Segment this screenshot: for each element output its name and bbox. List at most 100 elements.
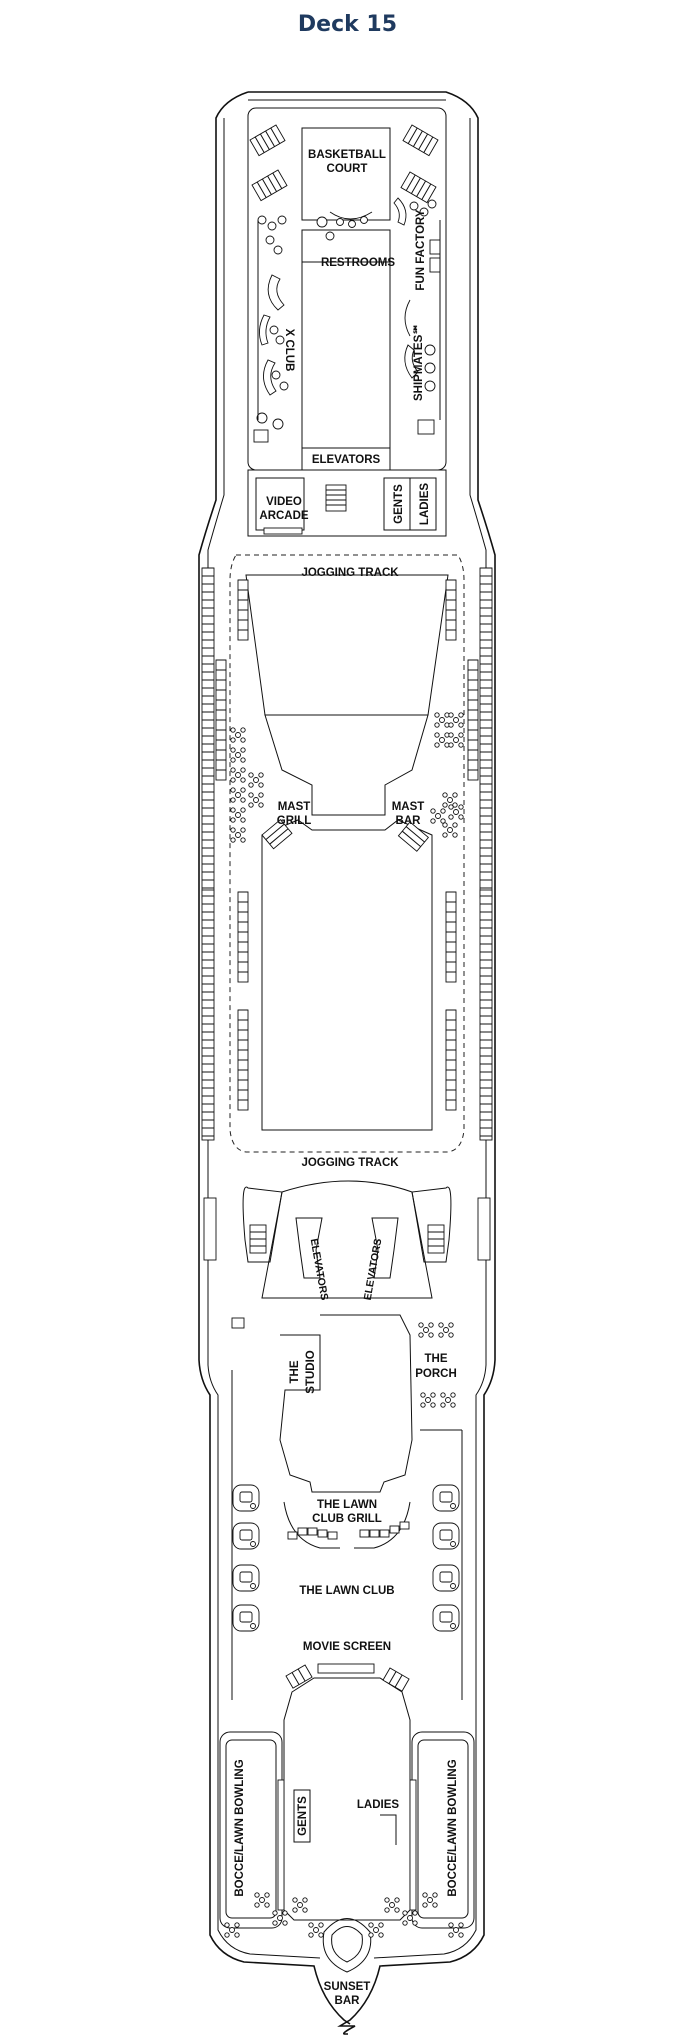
chair xyxy=(452,792,458,798)
label-lawn-club-grill-2: CLUB GRILL xyxy=(312,1513,382,1525)
label-sunset-bar-1: SUNSET xyxy=(324,1981,371,1993)
chair xyxy=(272,1910,278,1916)
table xyxy=(425,1397,431,1403)
chair xyxy=(402,1920,408,1926)
chair xyxy=(230,837,236,843)
chair xyxy=(438,1332,444,1338)
chair xyxy=(230,737,236,743)
chair xyxy=(440,808,446,814)
chair xyxy=(302,1897,308,1903)
label-jogging-track-fwd: JOGGING TRACK xyxy=(301,567,399,579)
chair xyxy=(394,1897,400,1903)
chair xyxy=(394,1907,400,1913)
mast-bar-tables xyxy=(430,712,464,838)
label-the-porch-1: THE xyxy=(425,1353,448,1365)
table xyxy=(235,812,241,818)
chair xyxy=(318,1922,324,1928)
table xyxy=(313,1927,319,1933)
chair xyxy=(318,1932,324,1938)
chair xyxy=(248,802,254,808)
table xyxy=(235,772,241,778)
chair xyxy=(448,1322,454,1328)
sunset-bar-tables xyxy=(224,1892,464,1938)
chair xyxy=(240,747,246,753)
table xyxy=(407,1915,413,1921)
label-the-studio-1: THE xyxy=(289,1360,301,1383)
table xyxy=(235,752,241,758)
loungers-left xyxy=(201,567,249,1141)
table xyxy=(453,809,459,815)
chair xyxy=(434,712,440,718)
table xyxy=(297,1902,303,1908)
chair xyxy=(240,737,246,743)
chair xyxy=(432,1902,438,1908)
chair xyxy=(248,792,254,798)
label-sunset-bar-2: BAR xyxy=(335,1995,361,2007)
cabana-table xyxy=(450,1541,456,1547)
chair xyxy=(452,822,458,828)
chair xyxy=(458,814,464,820)
chair xyxy=(458,712,464,718)
chair xyxy=(458,1932,464,1938)
chair xyxy=(420,1402,426,1408)
table xyxy=(229,1927,235,1933)
chair xyxy=(378,1922,384,1928)
chair xyxy=(230,777,236,783)
chair xyxy=(448,742,454,748)
table xyxy=(453,1927,459,1933)
chair xyxy=(434,742,440,748)
label-gents-fwd: GENTS xyxy=(393,484,405,524)
chair xyxy=(430,808,436,814)
chair xyxy=(240,837,246,843)
table xyxy=(453,717,459,723)
chair xyxy=(384,1907,390,1913)
chair xyxy=(230,817,236,823)
chair xyxy=(308,1922,314,1928)
chair xyxy=(240,827,246,833)
chair xyxy=(378,1932,384,1938)
cabana-table xyxy=(250,1623,256,1629)
cabana-seat xyxy=(239,1491,253,1503)
chair xyxy=(430,818,436,824)
table xyxy=(235,792,241,798)
chair xyxy=(458,742,464,748)
table xyxy=(443,1327,449,1333)
chair xyxy=(412,1910,418,1916)
chair xyxy=(448,814,454,820)
chair xyxy=(258,782,264,788)
chair xyxy=(230,757,236,763)
chair xyxy=(458,804,464,810)
label-ladies-fwd: LADIES xyxy=(419,483,431,526)
chair xyxy=(240,727,246,733)
cabanas-right xyxy=(432,1484,460,1632)
chair xyxy=(230,727,236,733)
chair xyxy=(418,1322,424,1328)
booth xyxy=(359,1529,370,1538)
elevator-section xyxy=(203,1180,491,1299)
chair xyxy=(240,787,246,793)
booth xyxy=(307,1527,318,1536)
chair xyxy=(428,1332,434,1338)
chair xyxy=(264,1892,270,1898)
chair xyxy=(302,1907,308,1913)
chair xyxy=(448,722,454,728)
label-bocce-right: BOCCE/LAWN BOWLING xyxy=(447,1759,459,1896)
chair xyxy=(240,797,246,803)
chair xyxy=(412,1920,418,1926)
porch-tables xyxy=(418,1322,456,1408)
deck-title: Deck 15 xyxy=(297,12,398,37)
chair xyxy=(224,1932,230,1938)
label-jogging-track-aft: JOGGING TRACK xyxy=(301,1157,399,1169)
table xyxy=(235,732,241,738)
chair xyxy=(234,1922,240,1928)
cabana-seat xyxy=(439,1491,453,1503)
chair xyxy=(442,822,448,828)
mast-grill-tables xyxy=(230,727,264,843)
label-basketball-court-1: BASKETBALL xyxy=(308,149,386,161)
chair xyxy=(434,732,440,738)
chair xyxy=(258,802,264,808)
mid-deck xyxy=(201,554,493,1153)
table xyxy=(253,797,259,803)
chair xyxy=(240,807,246,813)
